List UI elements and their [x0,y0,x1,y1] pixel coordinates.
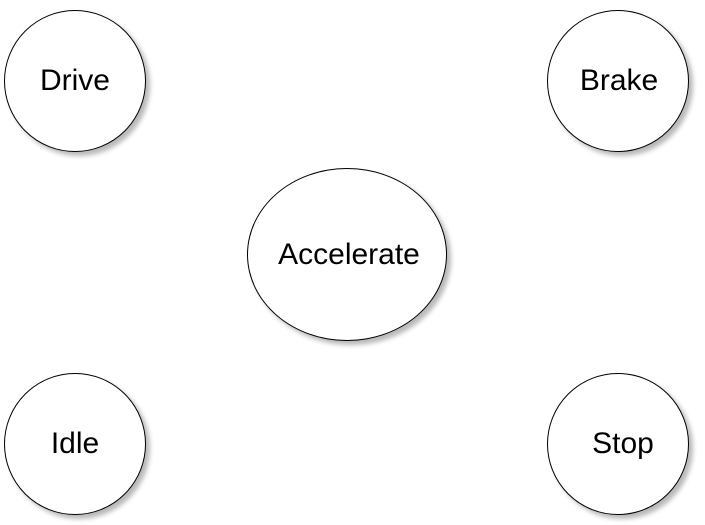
node-stop-label: Stop [592,427,654,460]
node-drive-label: Drive [39,64,110,97]
node-stop: Stop [547,373,689,515]
node-accelerate: Accelerate [247,168,447,341]
node-idle-label: Idle [50,427,100,460]
node-drive: Drive [4,10,146,152]
node-accelerate-label: Accelerate [278,237,420,271]
node-idle: Idle [4,373,146,515]
node-brake: Brake [547,10,689,152]
node-brake-label: Brake [579,64,659,97]
